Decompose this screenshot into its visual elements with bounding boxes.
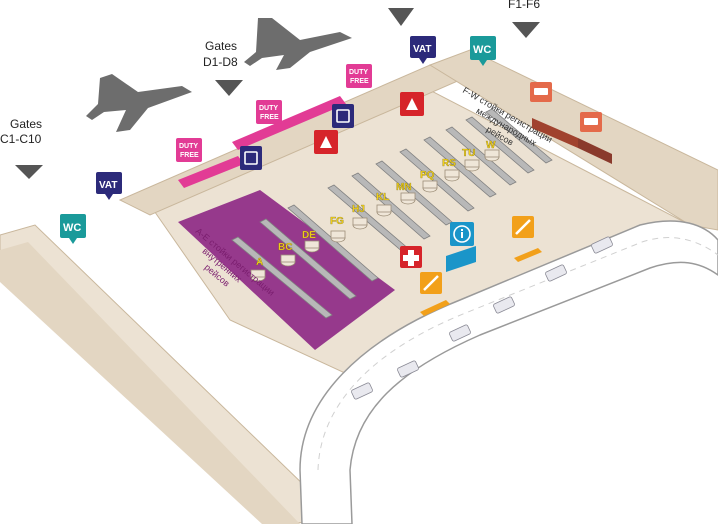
checkin-row-labels: A BC DE FG HJ KL MN PQ RS TU W: [256, 140, 496, 268]
suitcase-icon: [336, 109, 350, 123]
watermark-text: TRAVEL • TOGETHER: [6, 505, 127, 517]
escalator-icon: [515, 219, 531, 235]
duty-free-sign[interactable]: DUTY FREE: [346, 64, 372, 88]
wc-label: WC: [63, 222, 81, 234]
vat-refund-sign[interactable]: VAT: [96, 172, 122, 200]
duty-free-sign[interactable]: DUTY FREE: [176, 138, 202, 162]
kiosk-columns: [250, 149, 500, 282]
duty-free-line2: FREE: [260, 114, 279, 121]
duty-free-line2: FREE: [350, 78, 369, 85]
wc-sign[interactable]: WC: [60, 214, 86, 244]
medical-sign[interactable]: [400, 246, 422, 268]
airplane-icon: [86, 18, 352, 132]
passport-control-sign[interactable]: [314, 130, 338, 154]
escalator-sign[interactable]: [420, 272, 450, 316]
row-label-pq: PQ: [420, 170, 435, 181]
wc-sign[interactable]: WC: [470, 36, 496, 66]
duty-free-line2: FREE: [180, 152, 199, 159]
vat-label: VAT: [413, 44, 432, 55]
row-label-bc: BC: [278, 242, 292, 253]
escalator-icon: [423, 275, 439, 291]
lounge-sign[interactable]: [530, 82, 552, 102]
row-label-a: A: [256, 257, 263, 268]
suitcase-icon: [244, 151, 258, 165]
vat-label: VAT: [99, 180, 118, 191]
baggage-sign[interactable]: [332, 104, 354, 128]
officer-icon: [320, 136, 332, 148]
officer-icon: [406, 98, 418, 110]
row-label-kl: KL: [376, 192, 389, 203]
domestic-checkin-zone[interactable]: [178, 190, 395, 350]
passport-control-sign[interactable]: [400, 92, 424, 116]
row-label-de: DE: [302, 230, 316, 241]
duty-free-shops: [178, 96, 346, 188]
gate-f-line2: F1-F6: [508, 0, 540, 11]
gate-f-arrow-icon: [512, 22, 540, 38]
duty-free-line1: DUTY: [259, 105, 278, 112]
baggage-sign[interactable]: [240, 146, 262, 170]
gate-c-line2: C1-C10: [0, 132, 42, 146]
info-icon: [453, 225, 471, 243]
duty-free-sign[interactable]: DUTY FREE: [256, 100, 282, 124]
gate-d-line2: D1-D8: [203, 55, 238, 69]
gate-c-arrow-icon: [15, 165, 43, 179]
vehicles: [351, 236, 613, 400]
curbside-road: [299, 220, 718, 524]
sofa-icon: [534, 88, 548, 95]
wc-label: WC: [473, 44, 491, 56]
gate-arrows: [15, 8, 540, 179]
row-label-tu: TU: [462, 148, 475, 159]
escalator-sign[interactable]: [512, 216, 542, 262]
sofa-icon: [584, 118, 598, 125]
duty-free-line1: DUTY: [349, 69, 368, 76]
checkin-counters: [231, 108, 553, 319]
row-label-w: W: [486, 140, 496, 151]
lounge-sign[interactable]: [580, 112, 602, 132]
duty-free-line1: DUTY: [179, 143, 198, 150]
vat-refund-sign[interactable]: VAT: [410, 36, 436, 64]
lounge-buildings: [532, 118, 612, 164]
gate-e-arrow-icon: [388, 8, 414, 26]
row-label-fg: FG: [330, 216, 344, 227]
row-label-hj: HJ: [352, 204, 365, 215]
gate-c-line1: Gates: [10, 117, 42, 131]
gate-d-arrow-icon: [215, 80, 243, 96]
gate-d-line1: Gates: [205, 39, 237, 53]
row-label-mn: MN: [396, 182, 412, 193]
row-label-rs: RS: [442, 158, 456, 169]
gate-labels[interactable]: Gates C1-C10 Gates D1-D8 F1-F6: [0, 0, 540, 146]
information-sign[interactable]: [446, 222, 476, 272]
watermark: TRAVEL • TOGETHER: [6, 505, 127, 517]
first-aid-icon: [403, 250, 419, 266]
